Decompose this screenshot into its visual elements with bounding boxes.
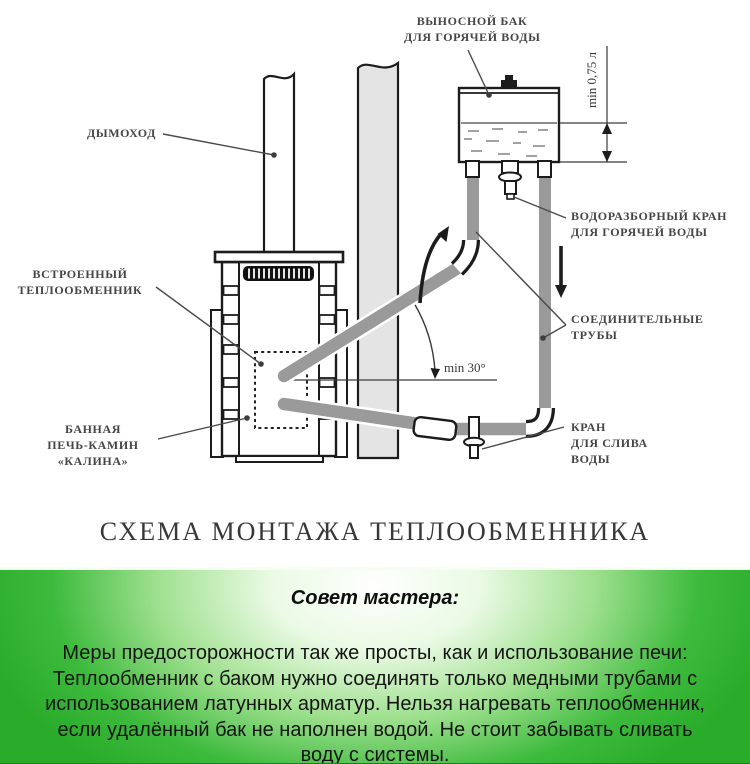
advice-heading: Совет мастера: [290,587,460,609]
drain-valve [463,416,485,459]
label-line: КРАН [571,420,606,434]
chimney-pipe [262,71,296,256]
label-hot-water-tap: ВОДОРАЗБОРНЫЙ КРАН ДЛЯ ГОРЯЧЕЙ ВОДЫ [571,208,750,240]
label-line: СОЕДИНИТЕЛЬНЫЕ [571,312,704,326]
flow-arrows [418,226,567,304]
flow-up-arrow [418,232,443,304]
tank-lid-knob [505,75,513,81]
remote-tank [457,75,561,200]
label-stove: БАННАЯ ПЕЧЬ-КАМИН «КАЛИНА» [33,421,153,469]
stove-base [235,455,324,463]
label-chimney: ДЫМОХОД [86,126,156,140]
advice-line: Меры предосторожности так же просты, как… [62,642,688,664]
stove-grille [243,266,314,281]
pipe-coupling [412,415,458,441]
label-line: ВЫНОСНОЙ БАК [416,14,528,28]
right-vertical-pipe [539,172,551,412]
advice-line: воду с системы. [300,744,450,764]
angle-dimension [283,302,497,381]
label-line: ВОДОРАЗБОРНЫЙ КРАН [571,209,728,223]
diagram-title: СХЕМА МОНТАЖА ТЕПЛООБМЕННИКА [99,517,651,546]
volume-dimension [560,46,627,163]
label-line: ДЛЯ ГОРЯЧЕЙ ВОДЫ [571,225,708,239]
label-line: ДЛЯ СЛИВА [571,436,648,450]
label-line: ПЕЧЬ-КАМИН [47,438,139,452]
label-line: ВОДЫ [571,452,611,466]
hot-water-tap [498,160,522,200]
label-built-in-exchanger: ВСТРОЕННЫЙ ТЕПЛООБМЕННИК [6,266,154,298]
water-ripples [464,128,548,157]
label-min-volume: min 0,75 л [584,52,599,108]
diagram-canvas [155,46,627,463]
heat-exchanger-dashed-outline [254,351,308,429]
left-vertical-pipe [467,172,479,248]
label-line: ВСТРОЕННЫЙ [32,267,128,281]
label-remote-tank: ВЫНОСНОЙ БАК ДЛЯ ГОРЯЧЕЙ ВОДЫ [404,13,540,45]
connecting-pipes [275,172,555,459]
label-connecting-pipes: СОЕДИНИТЕЛЬНЫЕ ТРУБЫ [571,311,736,343]
label-line: БАННАЯ [64,422,122,436]
advice-line: Теплообменник с баком нужно соединять то… [52,667,698,690]
label-line: ТРУБЫ [571,328,618,342]
label-line: ДЛЯ ГОРЯЧЕЙ ВОДЫ [404,30,541,44]
label-min-angle: min 30° [444,360,486,375]
stove-top-plate [213,250,345,264]
leader-lines [155,49,567,450]
label-line: ТЕПЛООБМЕННИК [17,283,143,297]
advice-panel: Совет мастера: Меры предосторожности так… [0,567,750,764]
advice-body: Меры предосторожности так же просты, как… [0,641,750,764]
label-drain-tap: КРАН ДЛЯ СЛИВА ВОДЫ [571,419,691,467]
advice-line: использованием латунных арматур. Нельзя … [45,693,705,715]
upper-pipe [277,259,468,383]
wall [356,60,400,460]
label-line: «КАЛИНА» [57,454,129,468]
advice-line: если удалённый бак не наполнен водой. Не… [57,718,693,741]
